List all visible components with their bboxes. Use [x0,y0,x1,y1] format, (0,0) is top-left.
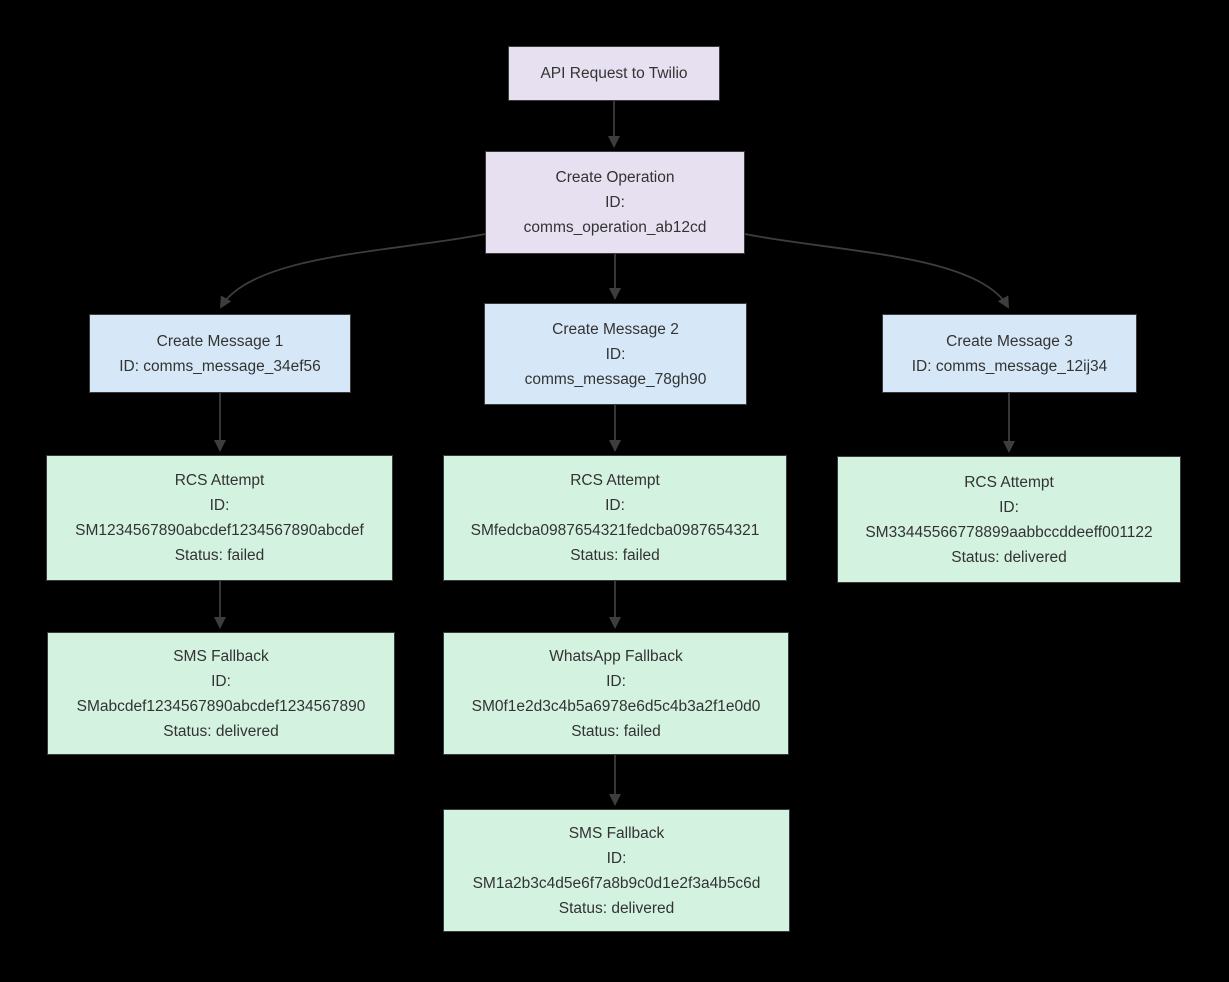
node-line: SMabcdef1234567890abcdef1234567890 [76,697,366,715]
node-line: API Request to Twilio [540,65,688,82]
node-line: SMS Fallback [173,647,269,665]
node-line: SM33445566778899aabbccddeeff001122 [865,523,1153,541]
node-line: ID: [606,849,627,867]
node-line: Create Message 2 [552,320,679,338]
node-rcs-attempt-3: RCS Attempt ID: SM33445566778899aabbccdd… [837,456,1181,583]
node-line: ID: comms_message_12ij34 [911,357,1108,375]
node-line: Create Message 1 [156,332,284,350]
node-whatsapp-fallback: WhatsApp Fallback ID: SM0f1e2d3c4b5a6978… [443,632,789,755]
node-rcs-attempt-2: RCS Attempt ID: SMfedcba0987654321fedcba… [443,455,787,581]
node-line: SM0f1e2d3c4b5a6978e6d5c4b3a2f1e0d0 [471,697,761,715]
node-line: Status: delivered [558,899,675,917]
node-line: ID: [605,194,625,211]
edge-operation-to-message3 [744,233,1009,309]
node-line: Status: delivered [951,548,1067,566]
node-api-request: API Request to Twilio [508,46,720,101]
node-create-message-3: Create Message 3 ID: comms_message_12ij3… [882,314,1137,393]
node-line: WhatsApp Fallback [549,647,683,665]
node-line: ID: [999,498,1019,516]
node-line: Status: delivered [163,722,279,740]
node-line: RCS Attempt [570,472,660,489]
node-line: ID: [605,345,626,363]
node-line: ID: [209,497,230,514]
node-line: SMS Fallback [568,824,665,842]
edge-operation-to-message1 [219,233,486,309]
node-line: Status: failed [174,547,265,564]
node-sms-fallback-2: SMS Fallback ID: SM1a2b3c4d5e6f7a8b9c0d1… [443,809,790,932]
node-create-message-1: Create Message 1 ID: comms_message_34ef5… [89,314,351,393]
node-line: SMfedcba0987654321fedcba0987654321 [470,522,760,539]
node-line: SM1234567890abcdef1234567890abcdef [75,522,364,539]
node-rcs-attempt-1: RCS Attempt ID: SM1234567890abcdef123456… [46,455,393,581]
node-line: Create Message 3 [946,332,1073,350]
node-line: Status: failed [571,722,661,740]
node-line: ID: [605,497,625,514]
node-create-message-2: Create Message 2 ID: comms_message_78gh9… [484,303,747,405]
node-line: ID: comms_message_34ef56 [119,357,321,375]
node-line: ID: [606,672,626,690]
node-create-operation: Create Operation ID: comms_operation_ab1… [485,151,745,254]
node-line: Create Operation [555,169,675,186]
node-line: ID: [211,672,231,690]
node-line: comms_message_78gh90 [524,370,707,388]
node-sms-fallback-1: SMS Fallback ID: SMabcdef1234567890abcde… [47,632,395,755]
node-line: SM1a2b3c4d5e6f7a8b9c0d1e2f3a4b5c6d [472,874,761,892]
node-line: RCS Attempt [174,472,265,489]
node-line: comms_operation_ab12cd [523,219,707,236]
node-line: RCS Attempt [964,473,1054,491]
node-line: Status: failed [570,547,660,564]
